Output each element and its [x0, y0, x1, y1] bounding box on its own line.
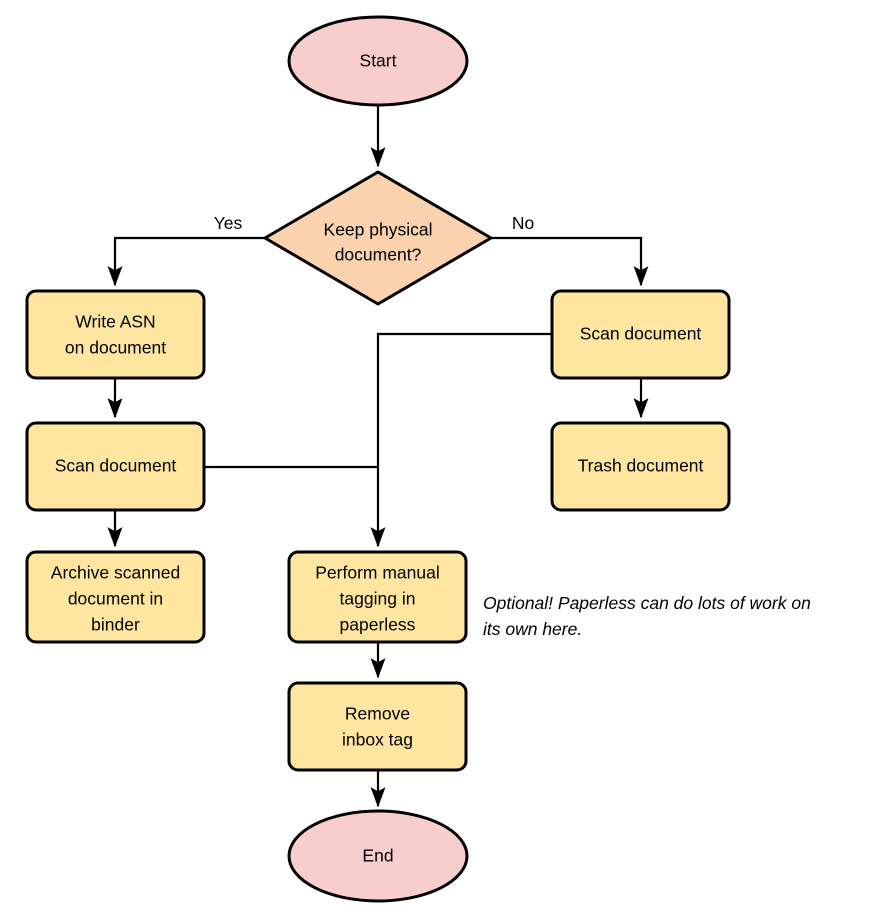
- manual-tagging-label-line-1: Perform manual: [315, 563, 440, 583]
- node-archive-binder[interactable]: Archive scanned document in binder: [25, 550, 206, 644]
- scan-document-right-label: Scan document: [580, 324, 702, 344]
- remove-inbox-tag-label-line-2: inbox tag: [342, 730, 413, 750]
- manual-tagging-label-line-3: paperless: [340, 615, 416, 635]
- start-ellipse-shape: [287, 15, 469, 107]
- edge-label-no: No: [512, 213, 534, 233]
- remove-inbox-tag-box-shape: [287, 681, 468, 772]
- node-manual-tagging[interactable]: Perform manual tagging in paperless: [287, 550, 468, 644]
- edge-labels-layer: Yes No: [214, 213, 534, 233]
- manual-tagging-box-shape: [287, 550, 468, 644]
- decision-label-line-1: Keep physical: [324, 220, 433, 240]
- node-trash-document[interactable]: Trash document: [550, 421, 731, 512]
- decision-diamond-shape: [263, 170, 493, 306]
- trash-document-box-shape: [550, 421, 731, 512]
- node-end[interactable]: End: [287, 809, 469, 903]
- annotation-optional-note: Optional! Paperless can do lots of work …: [483, 593, 811, 639]
- node-start[interactable]: Start: [287, 15, 469, 107]
- node-write-asn[interactable]: Write ASN on document: [25, 289, 206, 380]
- end-ellipse-shape: [287, 809, 469, 903]
- write-asn-label-line-2: on document: [65, 338, 166, 358]
- scan-document-left-box-shape: [25, 421, 206, 512]
- scan-document-right-box-shape: [550, 289, 731, 380]
- write-asn-box-shape: [25, 289, 206, 380]
- node-remove-inbox-tag[interactable]: Remove inbox tag: [287, 681, 468, 772]
- node-scan-document-left[interactable]: Scan document: [25, 421, 206, 512]
- archive-binder-label-line-1: Archive scanned: [51, 563, 180, 583]
- scan-document-left-label: Scan document: [55, 456, 177, 476]
- write-asn-label-line-1: Write ASN: [75, 312, 155, 332]
- trash-document-label: Trash document: [578, 456, 704, 476]
- node-scan-document-right[interactable]: Scan document: [550, 289, 731, 380]
- manual-tagging-label-line-2: tagging in: [340, 589, 416, 609]
- edge-decision-to-scan-right: [491, 236, 649, 287]
- optional-note-line-2: its own here.: [483, 619, 582, 639]
- archive-binder-box-shape: [25, 550, 206, 644]
- node-keep-physical-document[interactable]: Keep physical document?: [263, 170, 493, 306]
- remove-inbox-tag-label-line-1: Remove: [345, 704, 410, 724]
- edge-scan-right-to-tagging: [370, 332, 552, 548]
- end-label: End: [362, 846, 393, 866]
- archive-binder-label-line-3: binder: [91, 615, 140, 635]
- start-label: Start: [360, 51, 397, 71]
- edges-layer: [107, 103, 649, 808]
- edge-decision-to-write-asn: [107, 236, 265, 287]
- archive-binder-label-line-2: document in: [68, 589, 163, 609]
- optional-note-line-1: Optional! Paperless can do lots of work …: [483, 593, 811, 613]
- edge-label-yes: Yes: [214, 213, 243, 233]
- decision-label-line-2: document?: [335, 245, 422, 265]
